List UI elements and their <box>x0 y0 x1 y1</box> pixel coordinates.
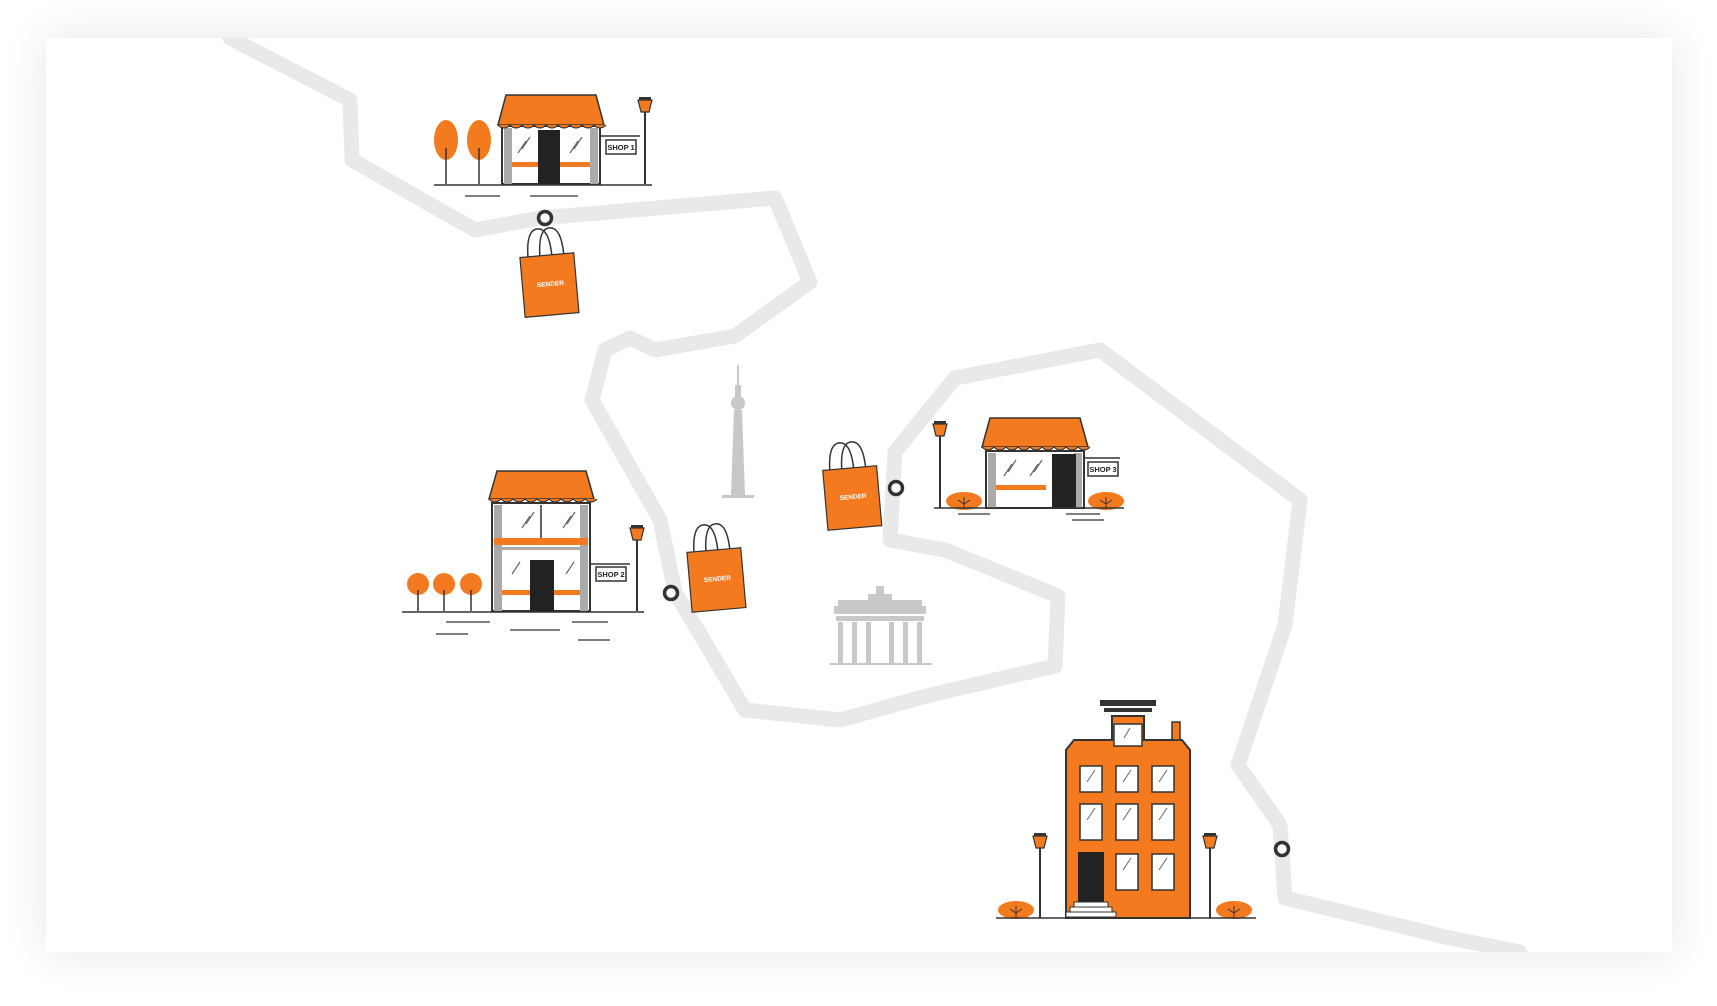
tree-icon <box>434 120 458 184</box>
shop-sign <box>605 139 637 155</box>
townhouse-icon[interactable] <box>1065 700 1191 919</box>
bush-icon <box>998 901 1034 919</box>
route-stop-4[interactable] <box>1273 840 1291 858</box>
bag-brand-label: SENDER <box>537 280 565 289</box>
delivery-map-card: SHOP 1 <box>46 38 1672 952</box>
tree-icon <box>407 573 429 611</box>
street-lamp-icon <box>1202 833 1218 918</box>
awning-icon <box>981 417 1091 451</box>
tree-icon <box>433 573 455 611</box>
bag-brand-label: SENDER <box>704 575 732 584</box>
street-lamp-icon <box>1032 833 1048 918</box>
shopping-bag-icon[interactable]: SENDER <box>820 440 883 531</box>
bag-brand-label: SENDER <box>839 493 867 502</box>
bush-icon <box>1088 492 1124 510</box>
shop-sign <box>595 566 627 582</box>
route-stop-2[interactable] <box>662 584 680 602</box>
bush-icon <box>946 492 982 510</box>
shop-3-sign-label: SHOP 3 <box>1089 465 1116 474</box>
delivery-route <box>222 38 1528 952</box>
delivery-map: SHOP 1 <box>222 38 1528 952</box>
tree-icon <box>467 120 491 184</box>
bush-icon <box>1216 901 1252 919</box>
street-lamp-icon <box>932 421 948 508</box>
awning-icon <box>497 94 607 129</box>
tree-icon <box>460 573 482 611</box>
route-stop-1[interactable] <box>536 209 554 227</box>
shop-sign <box>1087 461 1119 477</box>
shopping-bag-icon[interactable]: SENDER <box>518 226 580 318</box>
shopping-bag-icon[interactable]: SENDER <box>685 522 747 613</box>
shop-3[interactable]: SHOP 3 <box>932 417 1124 521</box>
shop-2-sign-label: SHOP 2 <box>597 570 624 579</box>
street-lamp-icon <box>629 525 645 611</box>
awning-icon <box>488 470 598 503</box>
route-stop-3[interactable] <box>887 479 905 497</box>
shop-1-sign-label: SHOP 1 <box>607 143 634 152</box>
shop-1[interactable]: SHOP 1 <box>434 94 653 197</box>
shop-2[interactable]: SHOP 2 <box>402 470 645 641</box>
street-lamp-icon <box>637 97 653 184</box>
tv-tower-icon <box>722 365 754 498</box>
brandenburg-gate-icon <box>830 586 932 665</box>
